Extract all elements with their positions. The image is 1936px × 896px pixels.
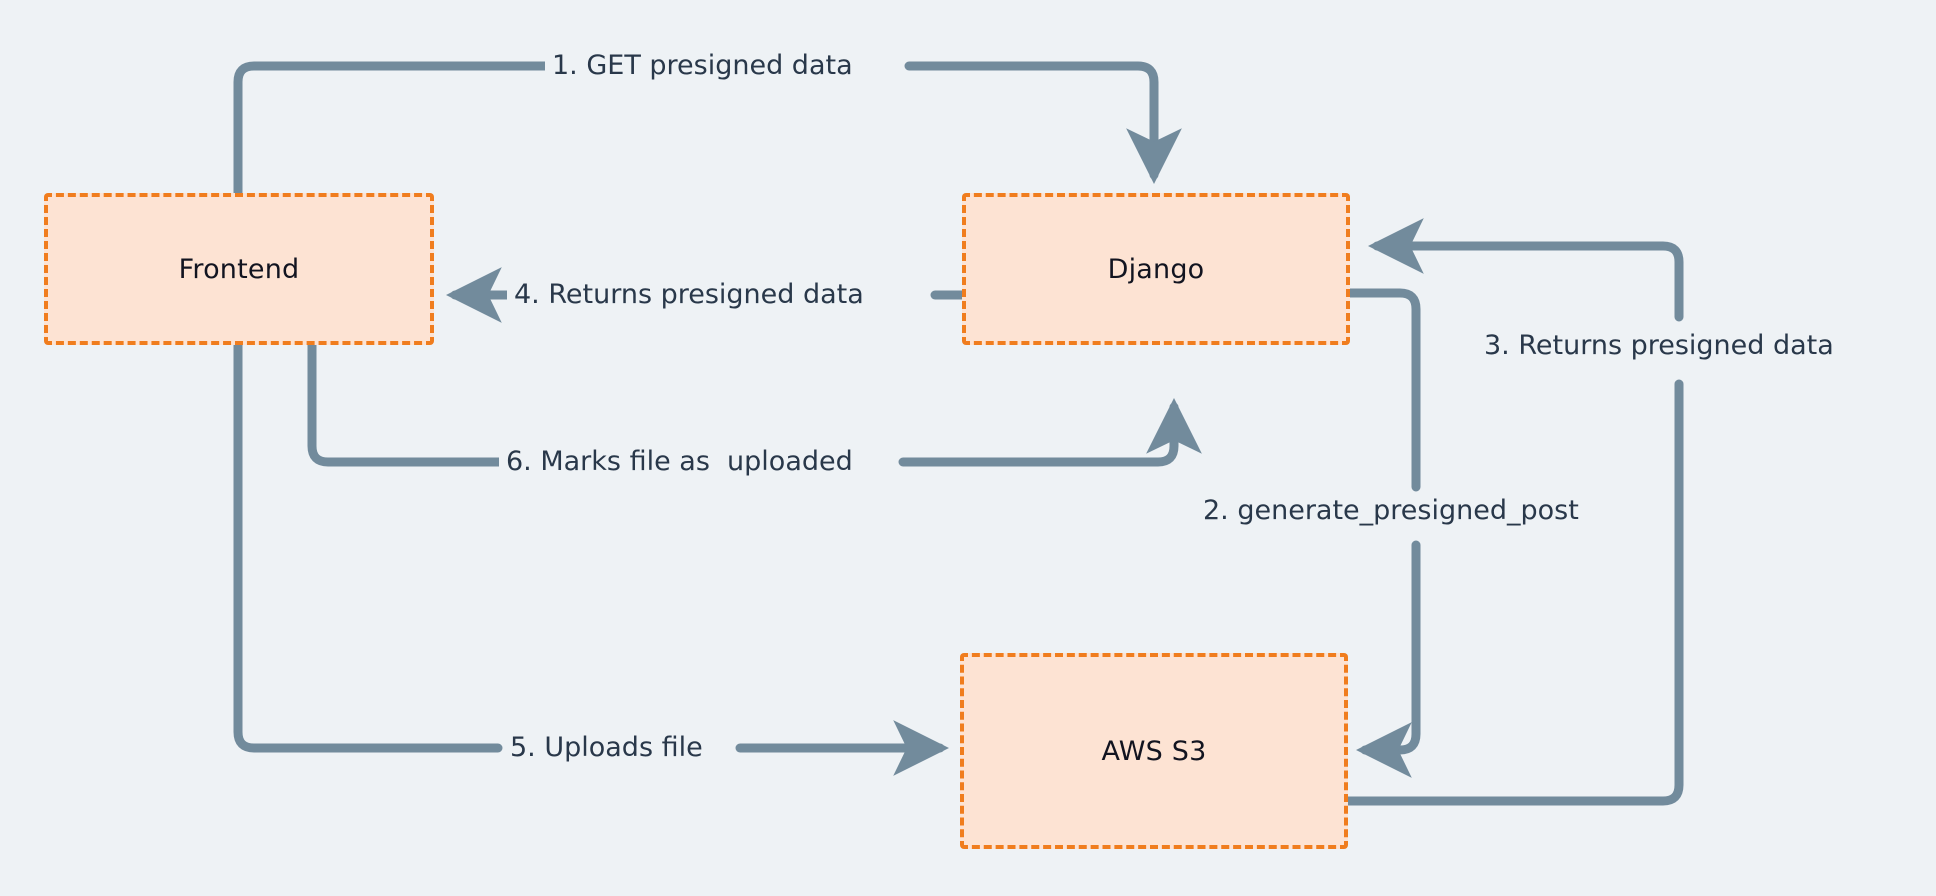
node-frontend-label: Frontend bbox=[178, 253, 300, 285]
edge-6-path bbox=[307, 340, 505, 467]
edge-2-path bbox=[1345, 288, 1421, 492]
node-frontend[interactable]: Frontend bbox=[44, 193, 434, 345]
edge-label-2: 2. generate_presigned_post bbox=[1196, 494, 1586, 528]
edge-3-path bbox=[1343, 379, 1684, 806]
edge-label-4: 4. Returns presigned data bbox=[507, 278, 871, 312]
edge-6-path-tail bbox=[898, 397, 1202, 467]
edge-2-path-tail bbox=[1355, 540, 1421, 778]
node-django[interactable]: Django bbox=[962, 193, 1350, 345]
node-aws-s3[interactable]: AWS S3 bbox=[960, 653, 1348, 849]
node-aws-s3-label: AWS S3 bbox=[1101, 735, 1207, 767]
edge-label-1: 1. GET presigned data bbox=[545, 49, 860, 83]
edge-label-5: 5. Uploads file bbox=[503, 731, 710, 765]
edge-label-6: 6. Marks file as uploaded bbox=[499, 445, 860, 479]
edge-1-path bbox=[233, 61, 550, 198]
edge-3-path-tail bbox=[1367, 218, 1684, 322]
edge-5-path bbox=[233, 340, 503, 753]
edge-label-3: 3. Returns presigned data bbox=[1477, 329, 1841, 363]
edge-1-path-tail bbox=[904, 61, 1182, 185]
node-django-label: Django bbox=[1107, 253, 1205, 285]
